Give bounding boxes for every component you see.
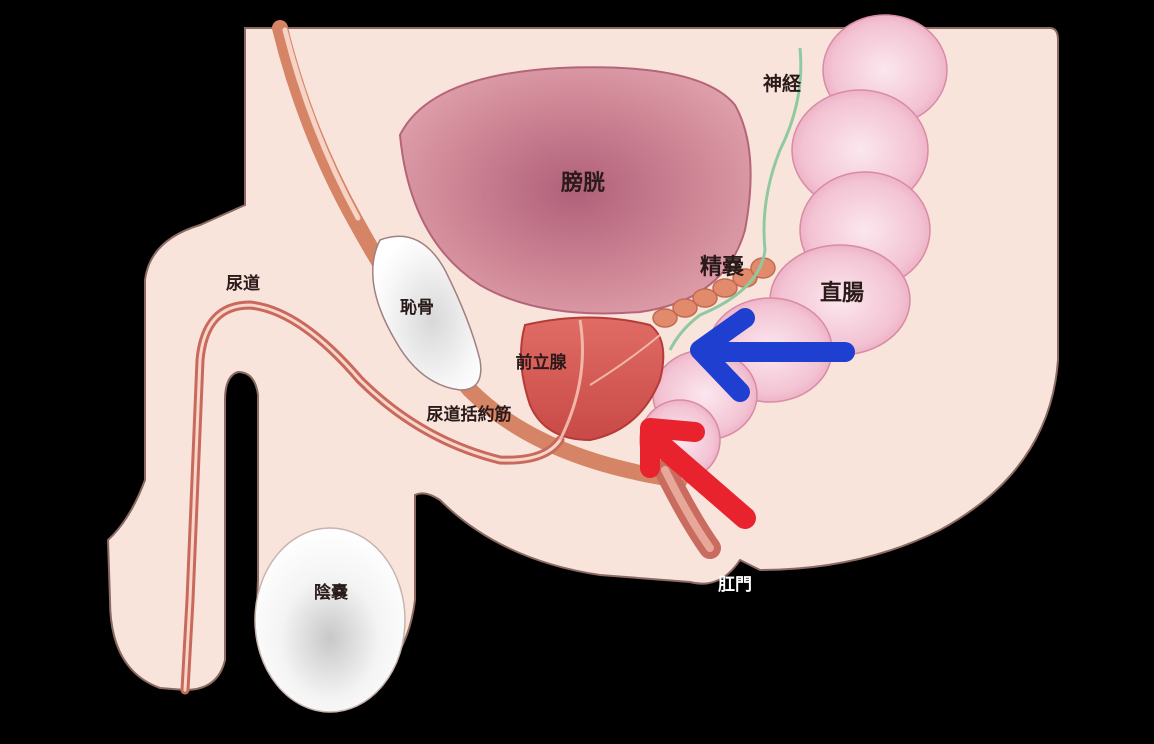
- seminal-vesicle: [652, 257, 776, 328]
- label-bladder: 膀胱: [561, 170, 605, 196]
- pelvic-wall-highlight: [282, 27, 361, 221]
- prostate: [520, 316, 665, 442]
- ejaculatory-duct: [589, 334, 661, 386]
- prostatic-urethra: [558, 319, 584, 441]
- label-anus: 肛門: [718, 575, 752, 595]
- red-arrow: [640, 418, 756, 529]
- scrotum: [254, 527, 406, 713]
- label-pubic-bone: 恥骨: [400, 298, 434, 318]
- urethra-lumen: [183, 303, 562, 692]
- blue-arrow: [690, 308, 855, 402]
- label-urethra: 尿道: [226, 273, 260, 294]
- anal-canal-highlight: [661, 466, 714, 552]
- label-urethral-sphincter: 尿道括約筋: [427, 404, 512, 425]
- label-prostate: 前立腺: [516, 352, 568, 373]
- label-scrotum: 陰嚢: [314, 582, 349, 603]
- label-seminal-vesicle: 精嚢: [700, 254, 744, 280]
- label-rectum: 直腸: [820, 280, 864, 306]
- nerve: [668, 47, 803, 351]
- pubic-bone: [371, 235, 482, 391]
- label-nerve: 神経: [763, 72, 802, 95]
- bladder: [398, 66, 752, 315]
